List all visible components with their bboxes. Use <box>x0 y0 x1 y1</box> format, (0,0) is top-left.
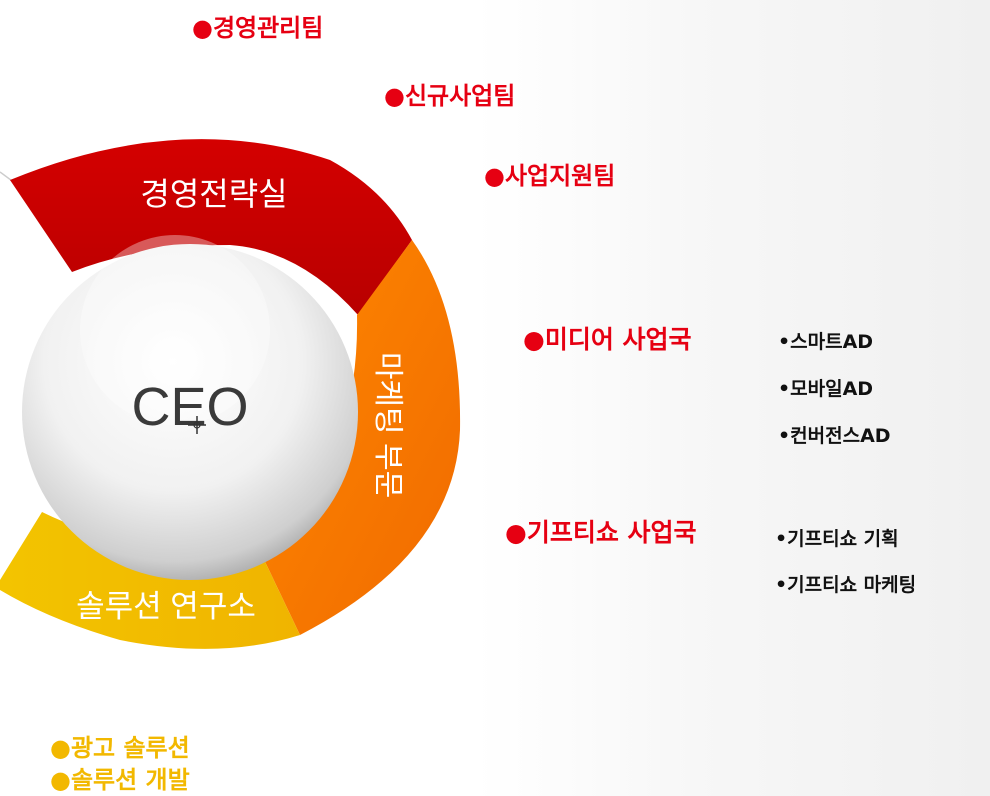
gifticon-item-marketing: •기프티쇼 마케팅 <box>775 574 917 596</box>
gifticon-item-planning: •기프티쇼 기획 <box>775 528 899 550</box>
ceo-label: CEO <box>131 377 248 437</box>
media-item-mobile-ad: •모바일AD <box>778 378 874 400</box>
ceo-sphere <box>22 244 358 580</box>
solution-item-ad: ●광고 솔루션 <box>50 734 190 762</box>
segment-strategy-label: 경영전략실 <box>140 176 287 212</box>
division-gifticon: ●기프티쇼 사업국 <box>505 518 697 547</box>
segment-marketing-label: 마케팅 부문 <box>371 352 404 498</box>
media-item-convergence-ad: •컨버전스AD <box>778 425 891 447</box>
segment-solution-label: 솔루션 연구소 <box>76 589 256 624</box>
team-business-support: ●사업지원팀 <box>484 162 616 190</box>
team-new-business: ●신규사업팀 <box>384 82 516 110</box>
media-item-smart-ad: •스마트AD <box>778 331 874 353</box>
segment-solution <box>0 512 300 649</box>
move-cursor-icon <box>188 416 206 434</box>
team-management: ●경영관리팀 <box>192 14 324 42</box>
solution-item-dev: ●솔루션 개발 <box>50 766 190 794</box>
ceo-sphere-highlight <box>80 235 270 425</box>
division-media: ●미디어 사업국 <box>523 325 692 354</box>
segment-strategy <box>10 139 412 315</box>
segment-marketing <box>258 240 461 635</box>
